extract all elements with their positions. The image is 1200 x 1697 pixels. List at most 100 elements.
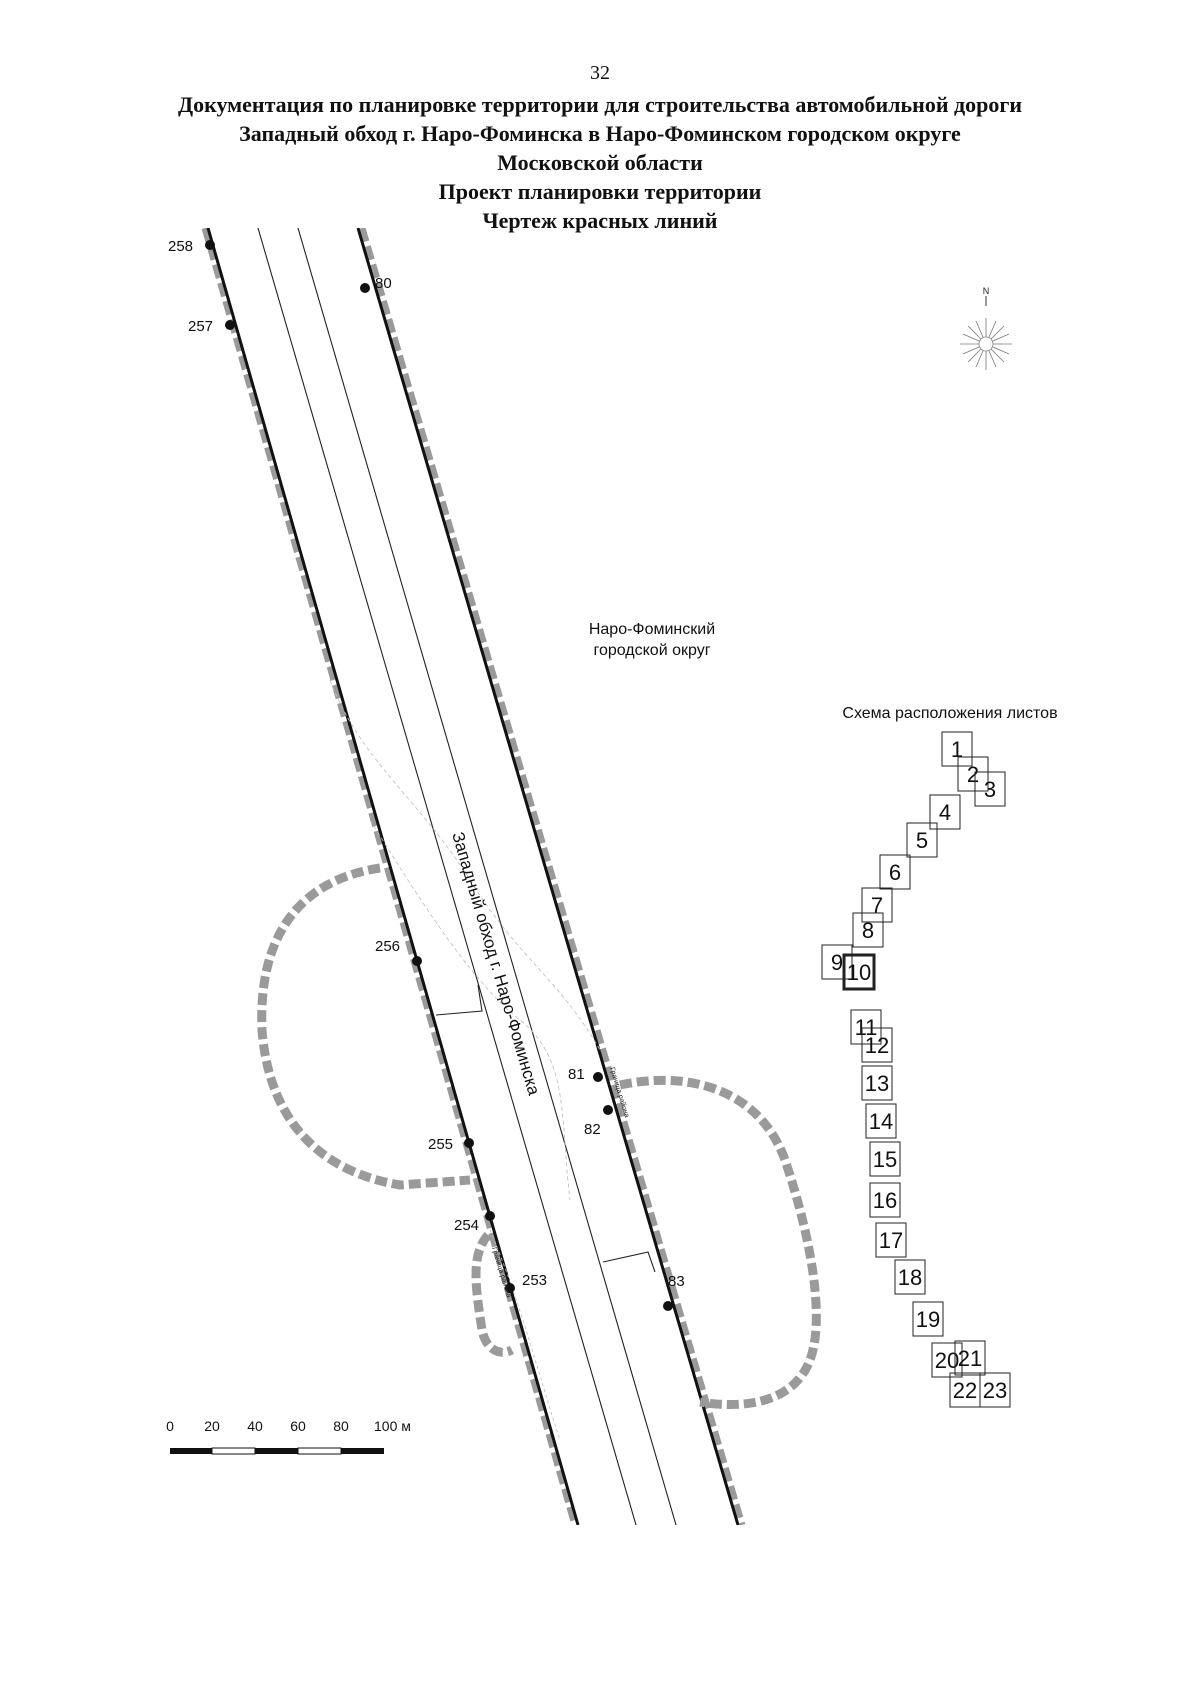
sheet-number-10: 10 <box>847 960 871 985</box>
access-road <box>602 1251 656 1273</box>
left-loop-boundary <box>257 863 471 1190</box>
field-track <box>489 1229 561 1441</box>
point-257: 257 <box>188 318 235 335</box>
title-line-5: Чертеж красных линий <box>482 208 718 233</box>
sheet-number-9: 9 <box>831 950 843 975</box>
sheet-number-8: 8 <box>862 918 874 943</box>
compass-n-label: N <box>983 286 990 296</box>
sheet-box-13 <box>861 1065 893 1101</box>
area-label-line-2: городской округ <box>593 642 710 659</box>
sheet-number-2: 2 <box>967 762 979 787</box>
point-label-255: 255 <box>428 1136 453 1153</box>
sheet-number-1: 1 <box>951 737 963 762</box>
sheet-number-20: 20 <box>935 1348 959 1373</box>
sheet-box-17 <box>875 1222 907 1258</box>
sheet-box-6 <box>879 854 911 890</box>
sheet-number-14: 14 <box>869 1109 893 1134</box>
sheet-box-21 <box>954 1340 986 1376</box>
title-line-4: Проект планировки территории <box>438 179 762 204</box>
scale-label: 60 <box>290 1418 306 1434</box>
scale-label: 20 <box>204 1418 220 1434</box>
sheet-box-14 <box>865 1103 897 1139</box>
sheet-number-22: 22 <box>953 1378 977 1403</box>
sheet-box-16 <box>869 1182 901 1218</box>
scale-label: 100 м <box>374 1418 411 1434</box>
sheet-number-5: 5 <box>916 828 928 853</box>
sheet-box-5 <box>906 822 938 858</box>
sheet-box-9 <box>821 944 853 980</box>
sheet-box-10 <box>842 953 876 991</box>
point-255: 255 <box>428 1136 474 1153</box>
sheet-number-23: 23 <box>983 1378 1007 1403</box>
left-strip-boundary <box>471 1231 515 1357</box>
carriageway-edge <box>297 228 677 1525</box>
point-83: 83 <box>663 1273 685 1311</box>
sheet-box-18 <box>894 1259 926 1295</box>
road-corridor <box>201 228 746 1525</box>
left-red-line <box>206 228 580 1525</box>
field-track <box>369 819 571 1201</box>
scale-bar: 0 20 40 60 80 100 м <box>166 1418 411 1455</box>
road-label: Западный обход г. Наро-Фоминска <box>448 830 544 1098</box>
sheet-box-1 <box>941 731 973 767</box>
sheet-number-21: 21 <box>958 1346 982 1371</box>
sheet-number-4: 4 <box>939 800 951 825</box>
point-80: 80 <box>360 275 392 293</box>
carriageway-edge <box>257 228 637 1525</box>
point-label-81: 81 <box>568 1066 585 1083</box>
title-line-3: Московской области <box>497 150 703 175</box>
sheet-number-19: 19 <box>916 1307 940 1332</box>
compass-rose: N <box>960 286 1012 370</box>
point-label-82: 82 <box>584 1121 601 1138</box>
document-title: Документация по планировке территории дл… <box>60 90 1140 235</box>
point-label-253: 253 <box>522 1272 547 1289</box>
point-258: 258 <box>168 238 215 255</box>
sheet-number-6: 6 <box>889 860 901 885</box>
page-number: 32 <box>590 62 610 84</box>
sheet-box-3 <box>974 771 1006 807</box>
point-81: 81 <box>568 1066 603 1083</box>
sheet-box-12 <box>861 1027 893 1063</box>
point-label-257: 257 <box>188 318 213 335</box>
right-red-line <box>356 228 740 1525</box>
point-256: 256 <box>375 938 422 966</box>
right-boundary-zone <box>358 228 746 1525</box>
point-label-83: 83 <box>668 1273 685 1290</box>
sheet-number-12: 12 <box>865 1033 889 1058</box>
scale-label: 0 <box>166 1418 174 1434</box>
sheet-box-23 <box>979 1372 1011 1408</box>
sheet-number-7: 7 <box>871 893 883 918</box>
area-label-line-1: Наро-Фоминский <box>589 621 715 638</box>
sheet-box-15 <box>869 1141 901 1177</box>
sheet-box-4 <box>929 794 961 830</box>
point-254: 254 <box>454 1211 495 1234</box>
point-label-256: 256 <box>375 938 400 955</box>
point-82: 82 <box>584 1105 613 1138</box>
sheet-number-15: 15 <box>873 1147 897 1172</box>
point-label-258: 258 <box>168 238 193 255</box>
title-line-1: Документация по планировке территории дл… <box>177 92 1023 117</box>
sheet-box-20 <box>931 1342 963 1378</box>
title-line-2: Западный обход г. Наро-Фоминска в Наро-Ф… <box>239 121 961 146</box>
point-label-80: 80 <box>375 275 392 292</box>
sheet-box-7 <box>861 887 893 923</box>
point-label-254: 254 <box>454 1217 479 1234</box>
sheet-box-8 <box>852 912 884 948</box>
sheet-box-11 <box>850 1009 882 1045</box>
sheet-number-3: 3 <box>984 777 996 802</box>
point-253: 253 <box>505 1272 547 1293</box>
sheet-number-18: 18 <box>898 1265 922 1290</box>
right-loop-boundary <box>619 1075 821 1409</box>
access-road <box>435 984 483 1016</box>
scale-label: 80 <box>333 1418 349 1434</box>
sheet-box-2 <box>957 756 989 792</box>
left-boundary-zone <box>201 228 579 1525</box>
sheet-number-17: 17 <box>879 1228 903 1253</box>
sheet-number-16: 16 <box>873 1188 897 1213</box>
field-track <box>329 679 601 1051</box>
sheet-box-19 <box>912 1301 944 1337</box>
sheet-number-13: 13 <box>865 1071 889 1096</box>
scale-label: 40 <box>247 1418 263 1434</box>
